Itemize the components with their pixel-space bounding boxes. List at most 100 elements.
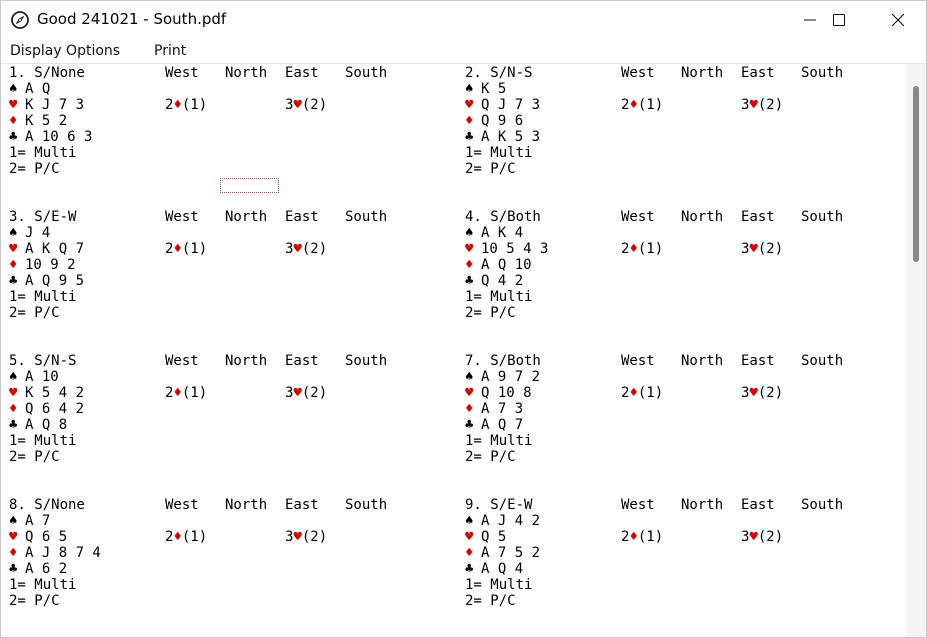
close-button[interactable]	[875, 1, 921, 39]
seat-label-west: West	[165, 497, 199, 513]
diamond-icon: ♦	[173, 241, 182, 257]
diamond-icon: ♦	[629, 241, 638, 257]
club-icon: ♣	[465, 129, 474, 145]
auction-note-2: 2= P/C	[465, 161, 516, 177]
spade-icon: ♠	[465, 225, 474, 241]
maximize-button[interactable]	[816, 1, 862, 39]
display-options-menu[interactable]: Display Options	[10, 43, 121, 59]
auction-note-1: 1= Multi	[9, 289, 77, 305]
hand-spades: ♠ K 5	[465, 81, 506, 97]
seat-label-east: East	[741, 353, 775, 369]
spades-cards: A J 4 2	[481, 513, 541, 529]
diamonds-cards: A Q 10	[481, 257, 532, 273]
east-bid: 3♥(2)	[285, 97, 328, 113]
seat-label-west: West	[165, 65, 199, 81]
hand-diamonds: ♦10 9 2	[9, 257, 76, 273]
auction-note-2: 2= P/C	[9, 161, 60, 177]
hand-diamonds: ♦Q 9 6	[465, 113, 523, 129]
east-bid: 3♥(2)	[741, 529, 784, 545]
hand-spades: ♠A 10	[9, 369, 59, 385]
minimize-button[interactable]	[787, 1, 833, 39]
title-bar[interactable]: Good 241021 - South.pdf	[1, 1, 926, 39]
spades-cards: J 4	[25, 225, 51, 241]
heart-icon: ♥	[293, 241, 302, 257]
seat-label-south: South	[801, 497, 844, 513]
hand-spades: ♠ A K 4	[465, 225, 523, 241]
diamond-icon: ♦	[173, 97, 182, 113]
deal-header: 3. S/E-W	[9, 209, 77, 225]
window-title: Good 241021 - South.pdf	[37, 10, 227, 28]
deal-header: 8. S/None	[9, 497, 85, 513]
hand-hearts: ♥Q J 7 3	[465, 97, 540, 113]
auction-note-2: 2= P/C	[465, 593, 516, 609]
diamond-icon: ♦	[465, 257, 474, 273]
hand-clubs: ♣A 10 6 3	[9, 129, 92, 145]
hand-diamonds: ♦A 7 5 2	[465, 545, 540, 561]
club-icon: ♣	[465, 561, 474, 577]
hand-hearts: ♥Q 10 8	[465, 385, 532, 401]
hand-hearts: ♥10 5 4 3	[465, 241, 548, 257]
diamond-icon: ♦	[173, 529, 182, 545]
spade-icon: ♠	[465, 369, 474, 385]
hand-diamonds: ♦Q 6 4 2	[9, 401, 84, 417]
hearts-cards: A K Q 7	[25, 241, 85, 257]
clubs-cards: A Q 8	[25, 417, 68, 433]
spades-cards: K 5	[481, 81, 507, 97]
east-bid: 3♥(2)	[741, 385, 784, 401]
west-bid: 2♦(1)	[621, 241, 664, 257]
spade-icon: ♠	[465, 81, 474, 97]
diamond-icon: ♦	[9, 401, 18, 417]
diamond-icon: ♦	[9, 257, 18, 273]
hand-hearts: ♥K J 7 3	[9, 97, 84, 113]
heart-icon: ♥	[749, 529, 758, 545]
compass-icon	[11, 11, 29, 29]
hand-clubs: ♣ Q 4 2	[465, 273, 523, 289]
east-bid: 3♥(2)	[285, 529, 328, 545]
hand-clubs: ♣A K 5 3	[465, 129, 540, 145]
club-icon: ♣	[465, 273, 474, 289]
auction-note-2: 2= P/C	[465, 449, 516, 465]
hand-clubs: ♣A Q 9 5	[9, 273, 84, 289]
hand-clubs: ♣A 6 2	[9, 561, 67, 577]
diamond-icon: ♦	[9, 545, 18, 561]
hand-spades: ♠A 9 7 2	[465, 369, 540, 385]
seat-label-south: South	[345, 209, 388, 225]
hand-diamonds: ♦A J 8 7 4	[9, 545, 101, 561]
diamond-icon: ♦	[9, 113, 18, 129]
hand-spades: ♠J 4	[9, 225, 50, 241]
diamonds-cards: K 5 2	[25, 113, 68, 129]
print-menu[interactable]: Print	[154, 43, 187, 59]
seat-label-east: East	[285, 65, 319, 81]
heart-icon: ♥	[749, 241, 758, 257]
hand-hearts: ♥Q 6 5	[9, 529, 67, 545]
heart-icon: ♥	[293, 529, 302, 545]
auction-note-1: 1= Multi	[9, 145, 77, 161]
seat-label-east: East	[741, 65, 775, 81]
vertical-scrollbar[interactable]	[906, 64, 926, 637]
hand-hearts: ♥K 5 4 2	[9, 385, 84, 401]
auction-note-1: 1= Multi	[465, 289, 533, 305]
clubs-cards: A Q 7	[481, 417, 524, 433]
clubs-cards: Q 4 2	[481, 273, 524, 289]
deal-header: 5. S/N-S	[9, 353, 77, 369]
seat-label-north: North	[681, 353, 724, 369]
seat-label-south: South	[345, 497, 388, 513]
seat-label-south: South	[801, 209, 844, 225]
heart-icon: ♥	[293, 385, 302, 401]
west-bid: 2♦(1)	[621, 529, 664, 545]
auction-note-1: 1= Multi	[9, 577, 77, 593]
east-bid: 3♥(2)	[741, 97, 784, 113]
seat-label-east: East	[285, 497, 319, 513]
seat-label-west: West	[165, 209, 199, 225]
seat-label-east: East	[285, 353, 319, 369]
spades-cards: A K 4	[481, 225, 524, 241]
hand-clubs: ♣A Q 4	[465, 561, 523, 577]
maximize-icon	[833, 14, 845, 26]
diamonds-cards: A 7 5 2	[481, 545, 541, 561]
heart-icon: ♥	[465, 385, 474, 401]
scrollbar-thumb[interactable]	[913, 86, 919, 262]
diamond-icon: ♦	[629, 385, 638, 401]
auction-note-1: 1= Multi	[465, 145, 533, 161]
